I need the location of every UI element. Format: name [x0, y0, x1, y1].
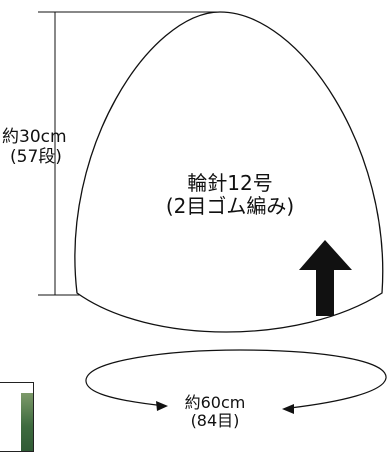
- knitting-direction-arrow-icon: [299, 240, 352, 316]
- stitch-pattern-text: (2目ゴム編み): [165, 194, 295, 218]
- circumference-measure-text: 約60cm: [184, 393, 246, 412]
- circumference-stitches-text: (84目): [190, 411, 240, 431]
- circular-dimension-arrow-icon: [85, 349, 387, 414]
- needle-size-text: 輪針12号: [187, 171, 273, 195]
- height-measure-text: 約30cm: [2, 127, 67, 147]
- circumference-dimension-label: 約60cm (84目): [165, 393, 265, 431]
- photo-thumbnail: [0, 382, 34, 452]
- thumbnail-photo-fill: [21, 393, 33, 451]
- hat-outline: [74, 11, 384, 333]
- height-rows-text: (57段): [10, 146, 62, 167]
- needle-and-stitch-label: 輪針12号 (2目ゴム編み): [120, 172, 340, 218]
- hat-knitting-diagram: [38, 11, 387, 414]
- height-dimension-label: 約30cm (57段): [2, 127, 82, 167]
